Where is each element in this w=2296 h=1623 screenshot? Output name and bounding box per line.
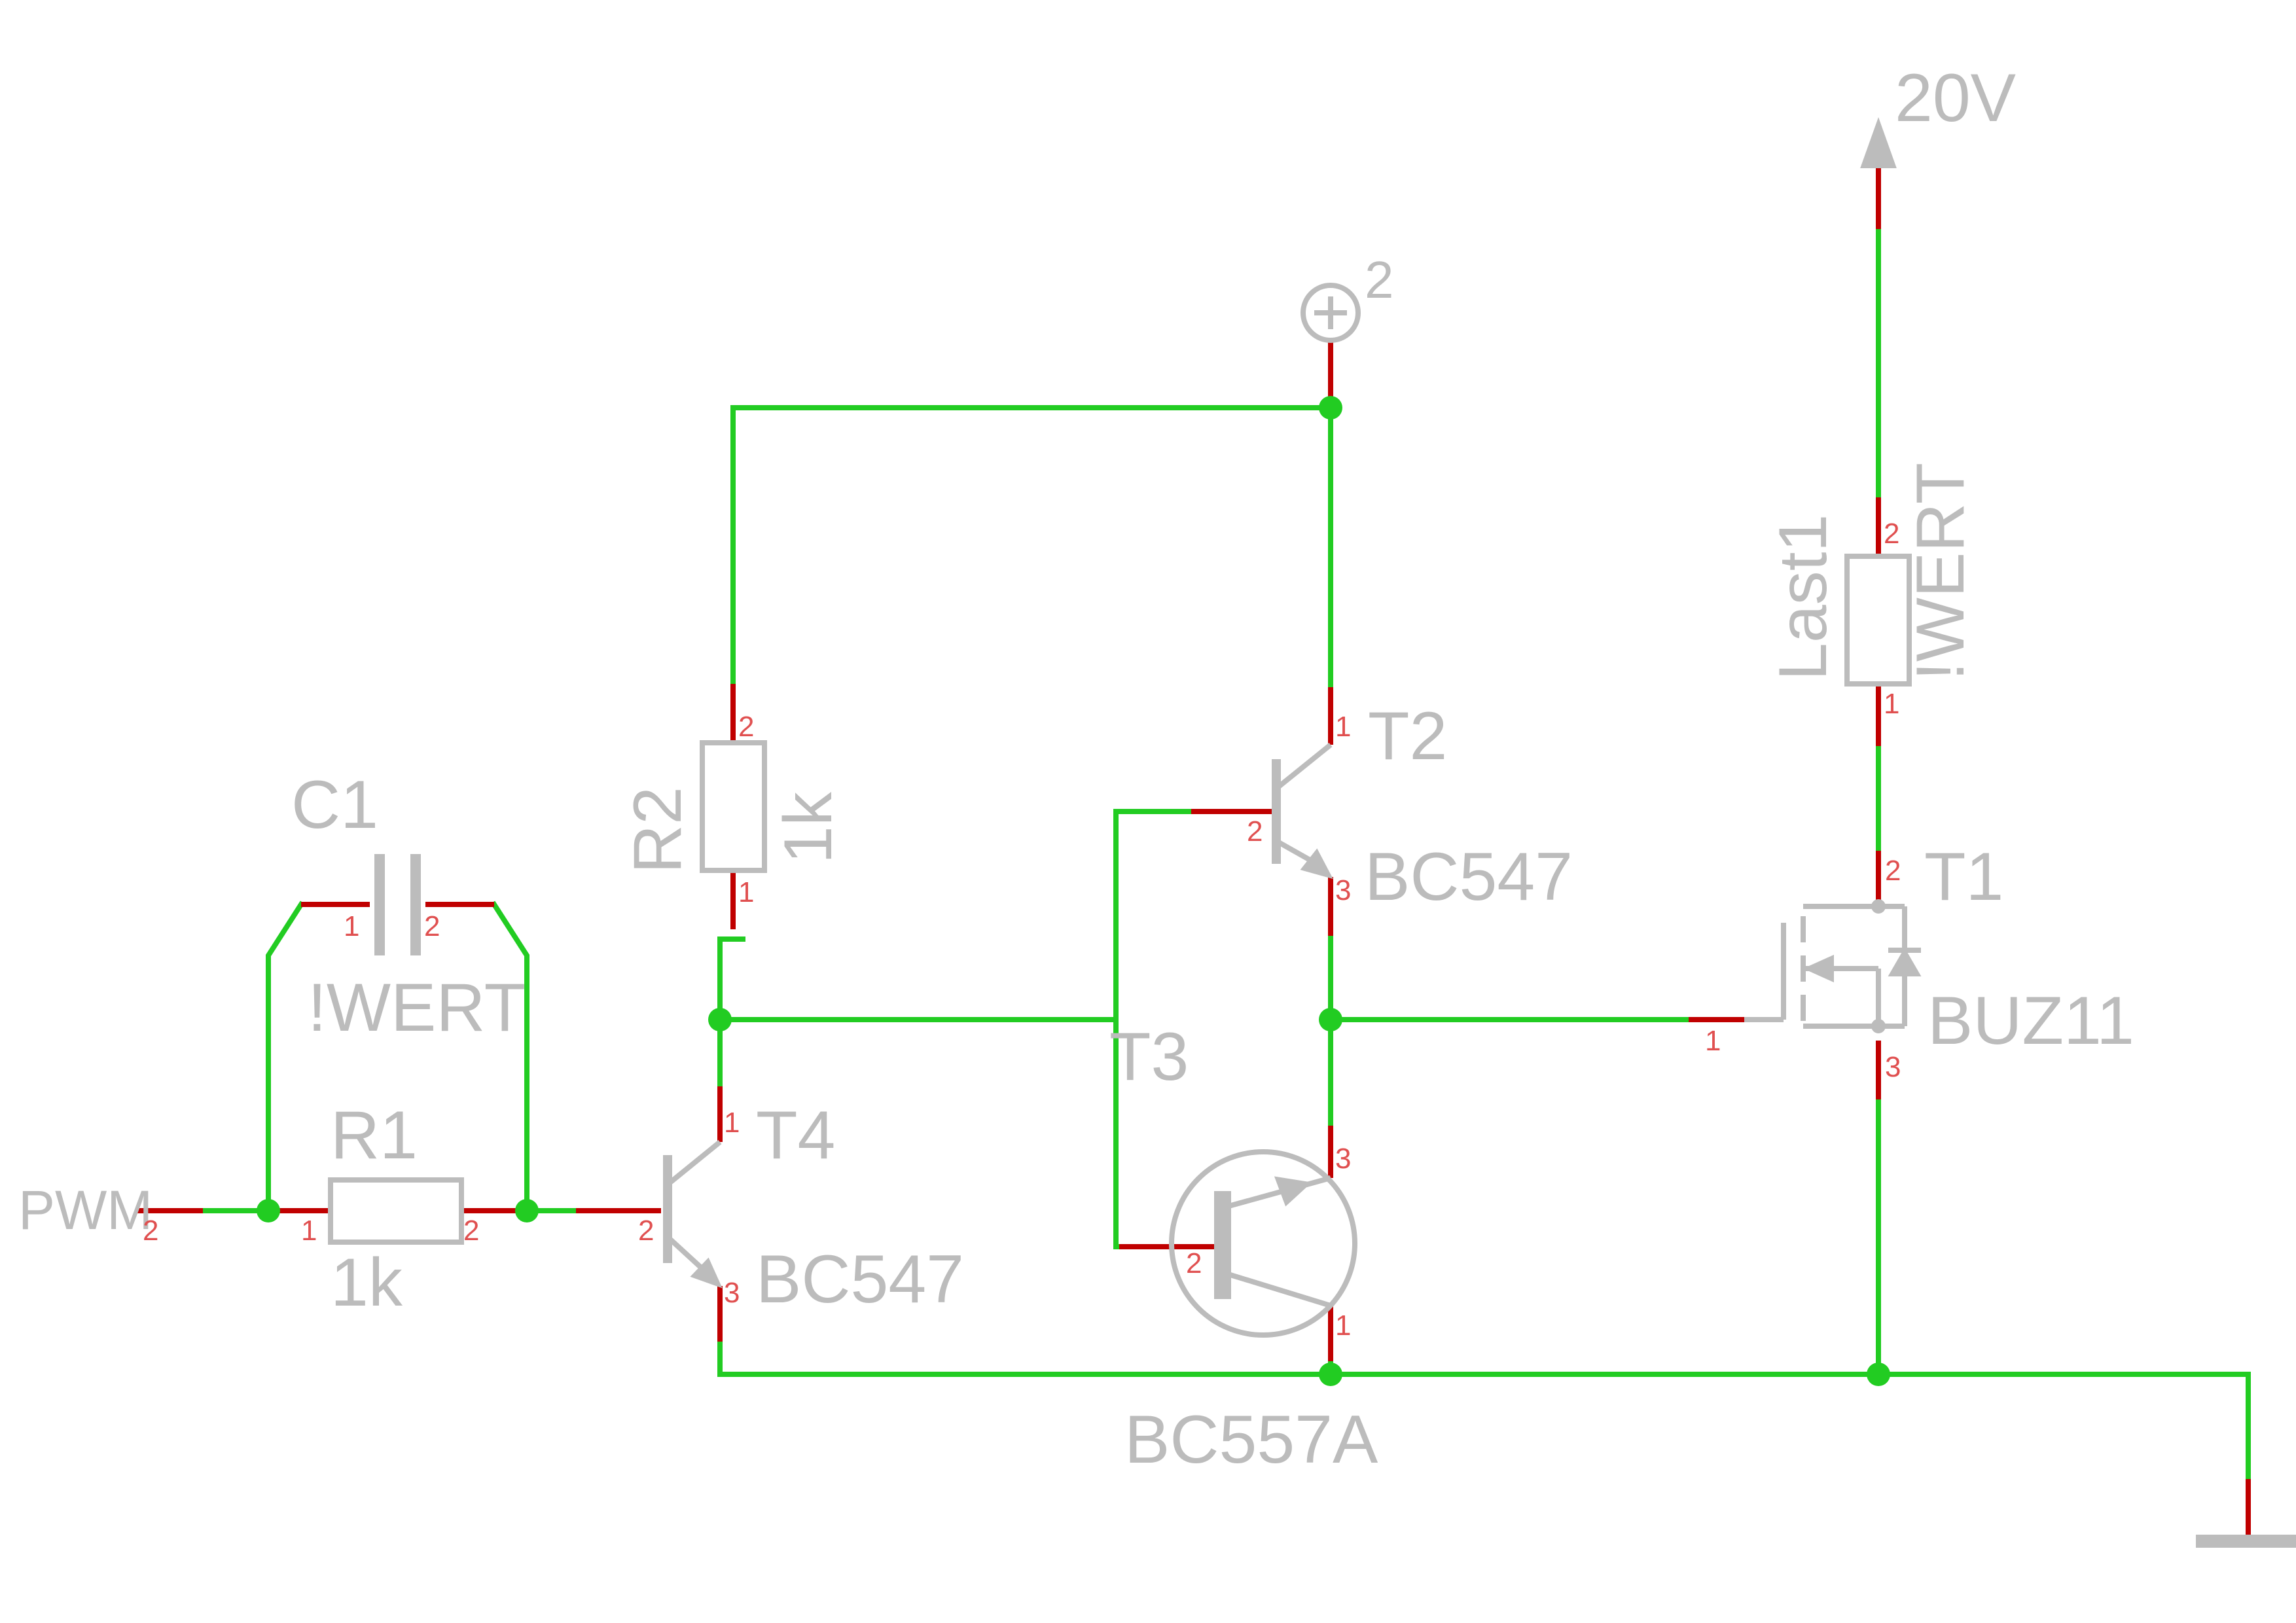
c1-pin1: 1 [344,910,359,942]
t1-pin1: 1 [1705,1025,1721,1057]
t4-value: BC547 [756,1241,964,1317]
c1-pin2: 2 [424,910,440,942]
input-label: PWM [18,1179,152,1241]
transistor-t2 [1272,742,1333,880]
t2-pin3: 3 [1335,874,1351,906]
resistor-r1 [328,1177,464,1245]
t1-pin2: 2 [1885,855,1901,887]
load-last1 [1844,554,1912,687]
t1-name: T1 [1924,839,2003,915]
r1-pin1: 1 [301,1215,317,1247]
plus-supply-symbol [1300,283,1361,343]
t3-name: T3 [1109,1019,1189,1095]
t2-value: BC547 [1365,839,1573,915]
input-pin: 2 [143,1215,158,1247]
last1-pin1: 1 [1884,688,1899,720]
t2-pin2: 2 [1247,815,1263,847]
t1-pin3: 3 [1885,1051,1901,1083]
supply-arrow-symbol [1860,117,1897,168]
r2-pin1: 1 [738,876,754,908]
pins [137,167,2251,1535]
transistor-t4 [663,1139,723,1289]
capacitor-c1 [374,854,421,955]
t3-value: BC557A [1124,1402,1378,1478]
supply-label: 20V [1895,60,2016,136]
t3-pin3: 3 [1335,1143,1351,1175]
t3-pin2: 2 [1186,1247,1202,1279]
t2-name: T2 [1368,698,1447,774]
mosfet-t1 [1744,899,1922,1033]
last1-pin2: 2 [1884,518,1899,550]
r1-value: 1k [331,1245,403,1321]
plus-supply-label: 2 [1365,251,1394,309]
last1-name: Last1 [1765,514,1841,681]
t1-value: BUZ11 [1928,983,2134,1059]
c1-name: C1 [291,767,378,843]
last1-value: !WERT [1903,463,1979,681]
r2-name: R2 [620,787,696,874]
t4-name: T4 [756,1097,835,1173]
t3-pin1: 1 [1335,1310,1351,1342]
transistor-t3 [1169,1149,1357,1338]
t4-pin2: 2 [638,1215,654,1247]
wires [200,226,2251,1482]
t4-pin3: 3 [724,1277,740,1309]
r2-pin2: 2 [738,711,754,743]
junctions [257,396,1890,1386]
c1-value: !WERT [308,970,526,1046]
r2-value: 1k [770,791,846,864]
resistor-r2 [700,740,767,873]
t2-pin1: 1 [1335,711,1351,743]
t4-pin1: 1 [724,1107,740,1139]
r1-name: R1 [331,1097,418,1173]
r1-pin2: 2 [463,1215,479,1247]
